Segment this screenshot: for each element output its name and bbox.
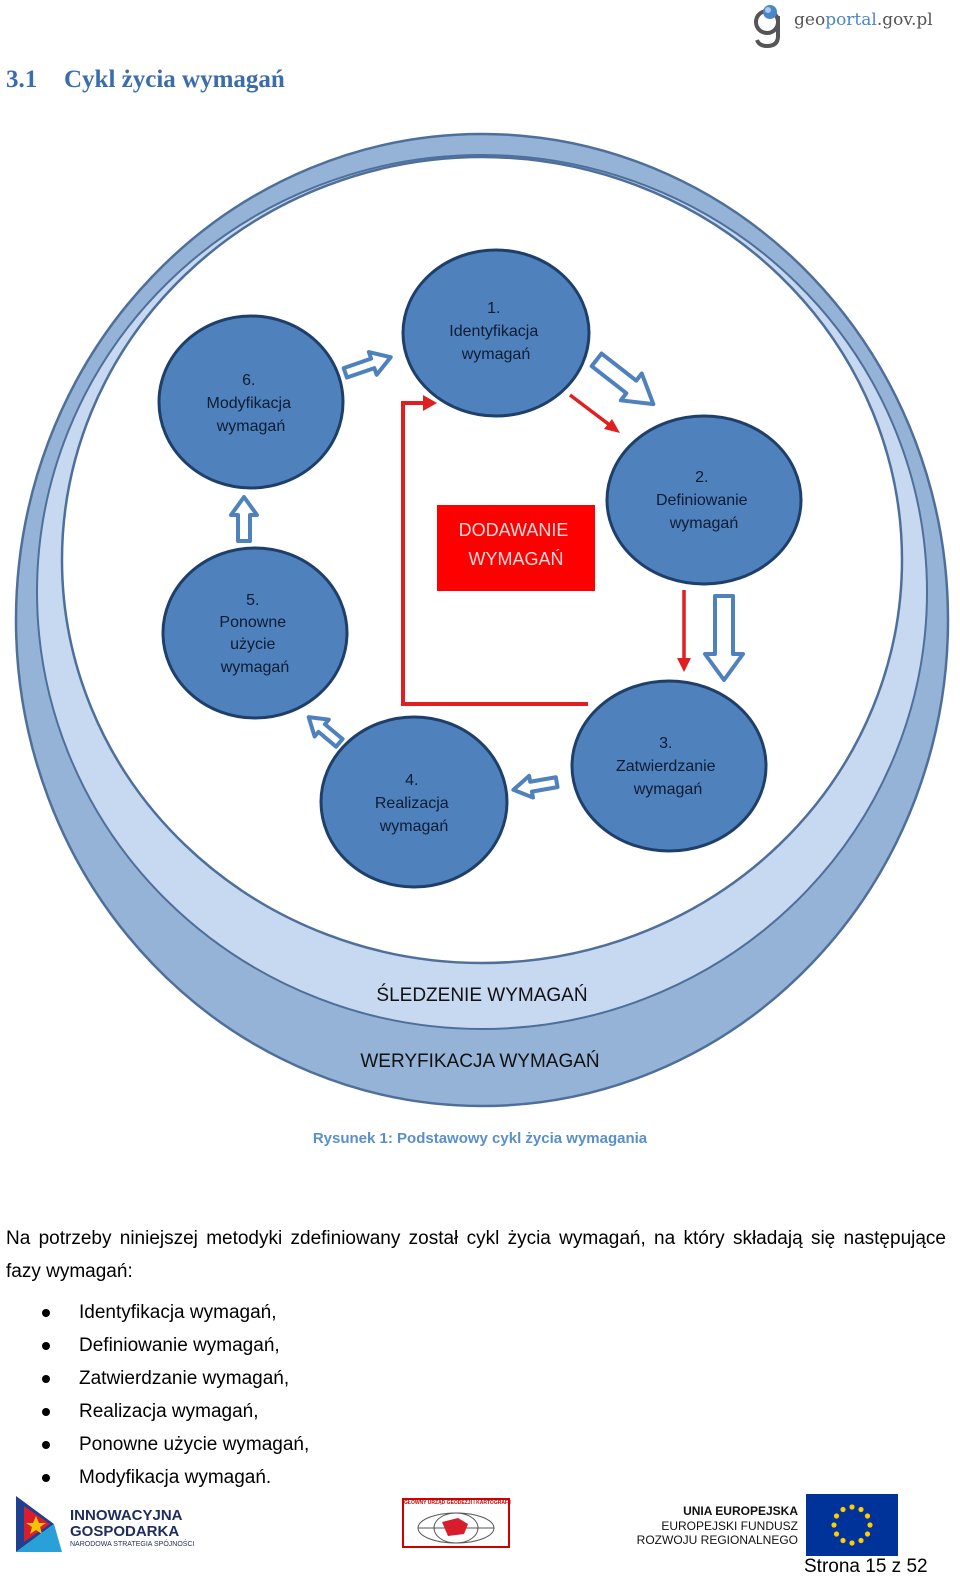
eu-flag-icon bbox=[806, 1494, 898, 1556]
arrow-4-to-5 bbox=[306, 715, 345, 749]
red-arrowhead-1-2 bbox=[604, 419, 620, 433]
bullet-icon bbox=[42, 1342, 50, 1350]
bullet-icon bbox=[42, 1474, 50, 1482]
red-loop-line bbox=[401, 401, 588, 706]
phase-circle-5 bbox=[161, 546, 349, 720]
phase-circle-2 bbox=[605, 414, 803, 586]
eu-fund-logo: UNIA EUROPEJSKA EUROPEJSKI FUNDUSZ ROZWO… bbox=[636, 1494, 900, 1556]
tracing-ring-label: ŚLEDZENIE WYMAGAŃ bbox=[376, 984, 587, 1006]
phase-circle-1 bbox=[401, 248, 591, 418]
svg-text:DODAWANIE WYMAGAŃ: DODAWANIE WYMAGAŃ bbox=[459, 520, 574, 569]
red-loop-arrowhead bbox=[423, 395, 437, 411]
verification-ring-label: WERYFIKACJA WYMAGAŃ bbox=[360, 1051, 599, 1072]
phase-label-2: 2. Definiowanie wymagań bbox=[656, 469, 752, 532]
phases-list: Identyfikacja wymagań, Definiowanie wyma… bbox=[0, 1296, 309, 1494]
phase-label-3: 3. Zatwierdzanie wymagań bbox=[616, 735, 720, 798]
phase-label-6: 6. Modyfikacja wymagań bbox=[207, 372, 296, 435]
arrow-6-to-1 bbox=[341, 350, 393, 380]
gugik-emblem-icon bbox=[402, 1498, 510, 1548]
center-box-line-1: DODAWANIE bbox=[459, 520, 569, 540]
lifecycle-diagram: DODAWANIE WYMAGAŃ 1. Identyfikacja wymag… bbox=[14, 132, 950, 1108]
bullet-icon bbox=[42, 1309, 50, 1317]
arrow-3-to-4 bbox=[511, 773, 560, 800]
section-title: 3.1 Cykl życia wymagań bbox=[6, 66, 285, 94]
gugik-label: GŁÓWNY URZĄD GEODEZJI I KARTOGRAFII bbox=[404, 1500, 511, 1506]
bullet-icon bbox=[42, 1375, 50, 1383]
list-item: Definiowanie wymagań, bbox=[0, 1329, 309, 1362]
intro-paragraph: Na potrzeby niniejszej metodyki zdefinio… bbox=[6, 1228, 946, 1282]
phase-circle-4 bbox=[319, 715, 509, 889]
list-item: Zatwierdzanie wymagań, bbox=[0, 1362, 309, 1395]
section-number: 3.1 bbox=[6, 66, 38, 93]
red-arrow-1-2 bbox=[568, 393, 613, 428]
eu-line-1: UNIA EUROPEJSKA bbox=[683, 1504, 798, 1518]
ig-star-icon bbox=[16, 1496, 62, 1552]
arrow-5-to-6 bbox=[229, 495, 259, 543]
page-number: Strona 15 z 52 bbox=[804, 1556, 928, 1577]
bullet-icon bbox=[42, 1441, 50, 1449]
section-title-text: Cykl życia wymagań bbox=[64, 66, 285, 93]
arrow-1-to-2 bbox=[589, 351, 656, 407]
eu-line-2: EUROPEJSKI FUNDUSZ bbox=[661, 1519, 798, 1533]
phase-circle-3 bbox=[570, 679, 768, 853]
list-item: Identyfikacja wymagań, bbox=[0, 1296, 309, 1329]
figure-caption: Rysunek 1: Podstawowy cykl życia wymagan… bbox=[312, 1130, 648, 1147]
center-box-line-2: WYMAGAŃ bbox=[468, 549, 563, 569]
geoportal-logo: geoportal.gov.pl bbox=[752, 2, 952, 50]
phase-label-5: 5. Ponowne użycie wymagań bbox=[219, 592, 290, 676]
red-arrowhead-2-3 bbox=[677, 658, 691, 672]
list-item: Ponowne użycie wymagań, bbox=[0, 1428, 309, 1461]
arrow-2-to-3 bbox=[703, 594, 745, 682]
ig-subtext: NARODOWA STRATEGIA SPÓJNOŚCI bbox=[70, 1541, 195, 1548]
list-item: Realizacja wymagań, bbox=[0, 1395, 309, 1428]
list-item: Modyfikacja wymagań. bbox=[0, 1461, 309, 1494]
phase-circle-6 bbox=[157, 314, 345, 490]
site-name: geoportal.gov.pl bbox=[794, 10, 933, 30]
geoportal-g-icon bbox=[754, 5, 780, 48]
adding-requirements-box bbox=[437, 505, 595, 591]
gugik-logo: GŁÓWNY URZĄD GEODEZJI I KARTOGRAFII bbox=[402, 1498, 511, 1548]
bullet-icon bbox=[42, 1408, 50, 1416]
phase-label-4: 4. Realizacja wymagań bbox=[375, 772, 453, 835]
phase-label-1: 1. Identyfikacja wymagań bbox=[449, 300, 542, 363]
eu-line-3: ROZWOJU REGIONALNEGO bbox=[636, 1533, 798, 1547]
